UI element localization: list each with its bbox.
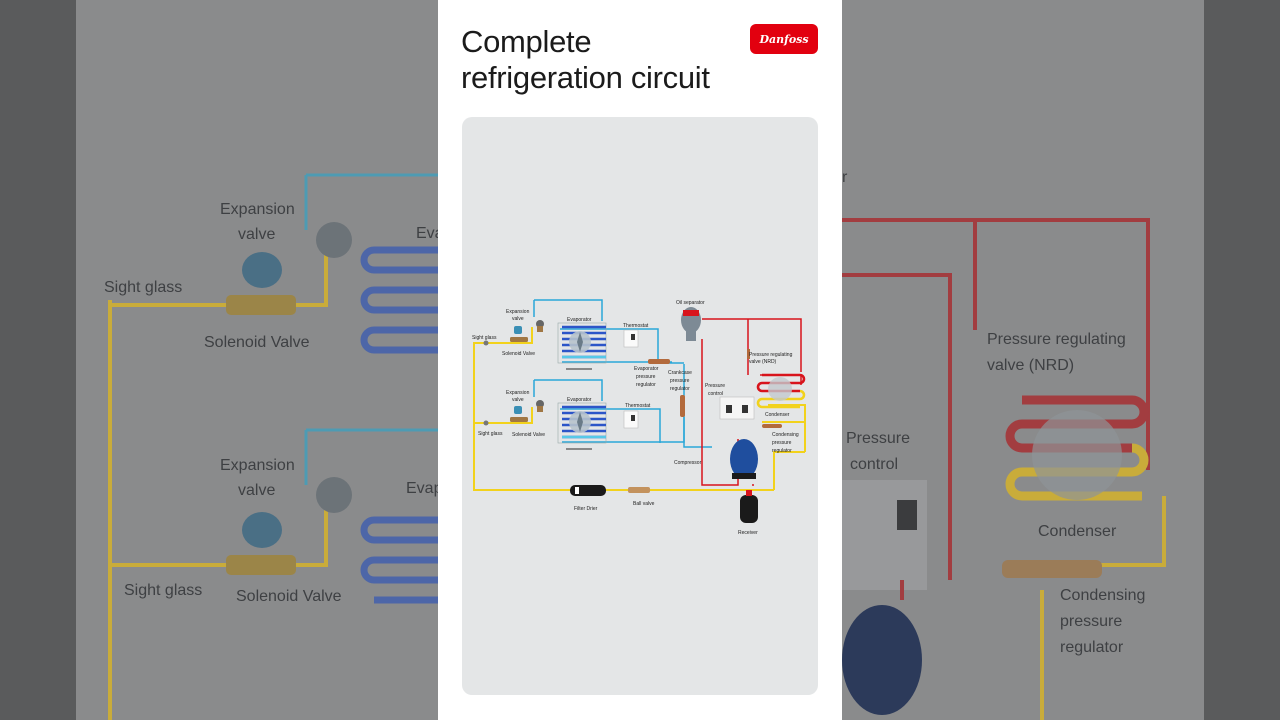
thermostat-lower	[623, 410, 639, 429]
danfoss-logo[interactable]: Danfoss	[750, 24, 818, 54]
label-expansion-lower-1: Expansion	[506, 390, 530, 396]
label-evaporator-upper: Evaporator	[567, 317, 592, 323]
label-crankcase-1: Crankcase	[668, 370, 692, 376]
expansion-valve-upper	[536, 320, 544, 332]
logo-text: Danfoss	[759, 32, 809, 46]
refrigeration-diagram: Expansion valve Evaporator Thermostat Si…	[462, 117, 818, 695]
label-filter-drier: Filter Drier	[574, 506, 598, 512]
solenoid-valve-lower	[510, 406, 528, 422]
label-evap-pressure-1: Evaporator	[634, 366, 659, 372]
bg-label-control: control	[850, 456, 898, 473]
bg-label-expansion-2: Expansion	[220, 457, 295, 474]
condenser	[756, 373, 806, 409]
pressure-control	[719, 396, 755, 420]
label-evaporator-lower: Evaporator	[567, 397, 592, 403]
bg-label-nrd-2: valve (NRD)	[987, 357, 1074, 374]
label-condenser: Condenser	[765, 412, 790, 418]
label-receiver: Receiver	[738, 530, 758, 536]
background-left-diagram: Expansion valve Eva Sight glass Solenoid…	[104, 173, 438, 720]
label-evap-pressure-2: pressure	[636, 374, 656, 380]
crankcase-pressure-regulator	[680, 395, 685, 417]
bg-label-solenoid: Solenoid Valve	[204, 334, 310, 351]
background-right-diagram: r Pressure regulating valve (NRD) Pressu…	[842, 169, 1166, 720]
bg-label-valve-2: valve	[238, 482, 275, 499]
bg-label-pressure-2: pressure	[1060, 613, 1122, 630]
oil-separator	[681, 307, 701, 341]
evaporator-lower	[557, 402, 607, 450]
evaporator-upper	[557, 322, 607, 370]
label-expansion-lower-2: valve	[512, 397, 524, 403]
label-crankcase-3: regulator	[670, 386, 690, 392]
circuit-svg: Expansion valve Evaporator Thermostat Si…	[472, 299, 806, 536]
label-pressure-control-1: Pressure	[705, 383, 725, 389]
title-line-2: refrigeration circuit	[461, 60, 710, 95]
sight-glass-upper	[483, 340, 489, 346]
label-pressure-control-2: control	[708, 391, 723, 397]
bg-label-pressure: Pressure	[846, 430, 910, 447]
solenoid-valve-upper	[510, 326, 528, 342]
condensing-pressure-regulator	[762, 424, 782, 428]
label-condensing-3: regulator	[772, 448, 792, 454]
label-condensing-1: Condensing	[772, 432, 799, 438]
label-solenoid-upper: Solenoid Valve	[502, 351, 535, 357]
bg-label-sight-glass-2: Sight glass	[124, 582, 202, 599]
evaporator-pressure-regulator	[648, 359, 670, 364]
bg-label-condensing: Condensing	[1060, 587, 1145, 604]
content-card: Complete refrigeration circuit Danfoss	[438, 0, 842, 720]
filter-drier	[570, 485, 606, 496]
label-sight-glass-upper: Sight glass	[472, 335, 497, 341]
bg-label-evaporator-cut: Eva	[416, 225, 438, 242]
bg-label-expansion: Expansion	[220, 201, 295, 218]
label-oil-separator: Oil separator	[676, 300, 705, 306]
label-thermostat-upper: Thermostat	[623, 323, 649, 329]
label-compressor: Compressor	[674, 460, 702, 466]
label-thermostat-lower: Thermostat	[625, 403, 651, 409]
label-expansion-upper-1: Expansion	[506, 309, 530, 315]
bg-label-sight-glass: Sight glass	[104, 279, 182, 296]
bg-label-right-top-cut: r	[842, 169, 848, 186]
label-expansion-upper-2: valve	[512, 316, 524, 322]
label-nrd-1: Pressure regulating	[749, 352, 793, 358]
title-line-1: Complete	[461, 24, 592, 59]
bg-label-evaporator-cut-2: Evap	[406, 480, 438, 497]
label-nrd-2: valve (NRD)	[749, 359, 777, 365]
pressure-regulating-valve-nrd	[747, 349, 750, 359]
label-sight-glass-lower: Sight glass	[478, 431, 503, 437]
receiver	[740, 490, 758, 523]
label-crankcase-2: pressure	[670, 378, 690, 384]
label-solenoid-lower: Solenoid Valve	[512, 432, 545, 438]
label-condensing-2: pressure	[772, 440, 792, 446]
bg-label-valve: valve	[238, 226, 275, 243]
background-right-panel: r Pressure regulating valve (NRD) Pressu…	[842, 0, 1204, 720]
label-ball-valve: Ball valve	[633, 501, 655, 507]
bg-label-regulator: regulator	[1060, 639, 1124, 656]
bg-label-solenoid-2: Solenoid Valve	[236, 588, 342, 605]
liquid-line	[473, 327, 806, 491]
ball-valve	[628, 487, 650, 493]
label-evap-pressure-3: regulator	[636, 382, 656, 388]
expansion-valve-lower	[536, 400, 544, 412]
page-title: Complete refrigeration circuit	[461, 24, 761, 96]
thermostat-upper	[623, 329, 639, 348]
compressor	[730, 439, 758, 479]
background-left-panel: Expansion valve Eva Sight glass Solenoid…	[76, 0, 438, 720]
bg-label-condenser: Condenser	[1038, 523, 1117, 540]
bg-label-nrd-1: Pressure regulating	[987, 331, 1126, 348]
sight-glass-lower	[483, 420, 489, 426]
